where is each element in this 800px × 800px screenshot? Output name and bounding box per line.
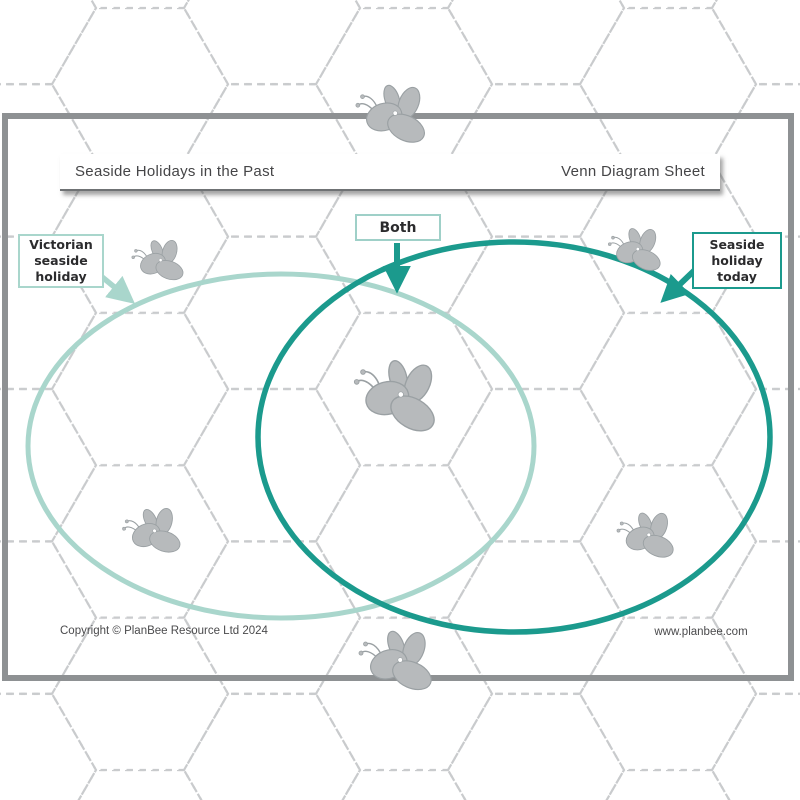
label-line: holiday xyxy=(711,252,763,268)
bee-illustration xyxy=(128,234,189,292)
bee-illustration xyxy=(353,357,442,439)
bee-illustration xyxy=(606,223,666,280)
title-bar: Seaside Holidays in the Past Venn Diagra… xyxy=(60,154,720,191)
worksheet-title: Seaside Holidays in the Past xyxy=(75,163,275,180)
left-circle-victorian xyxy=(25,271,537,621)
label-box-victorian-seaside-holiday: Victorian seaside holiday xyxy=(18,234,104,288)
bee-illustration xyxy=(614,507,680,569)
label-line: today xyxy=(717,268,757,284)
copyright-text: Copyright © PlanBee Resource Ltd 2024 xyxy=(60,625,268,637)
sheet-type-label: Venn Diagram Sheet xyxy=(561,163,705,180)
label-line: Victorian xyxy=(29,237,93,252)
label-box-both: Both xyxy=(355,214,441,241)
label-line: Seaside xyxy=(709,236,765,252)
label-line: holiday xyxy=(35,269,87,284)
bee-illustration xyxy=(356,624,439,703)
right-circle-today xyxy=(255,239,773,635)
bee-illustration xyxy=(118,501,187,567)
bee-illustration xyxy=(353,80,432,153)
website-text: www.planbee.com xyxy=(654,626,748,638)
label-box-seaside-holiday-today: Seaside holiday today xyxy=(692,232,782,289)
label-line: seaside xyxy=(34,253,88,268)
label-line: Both xyxy=(379,219,417,236)
